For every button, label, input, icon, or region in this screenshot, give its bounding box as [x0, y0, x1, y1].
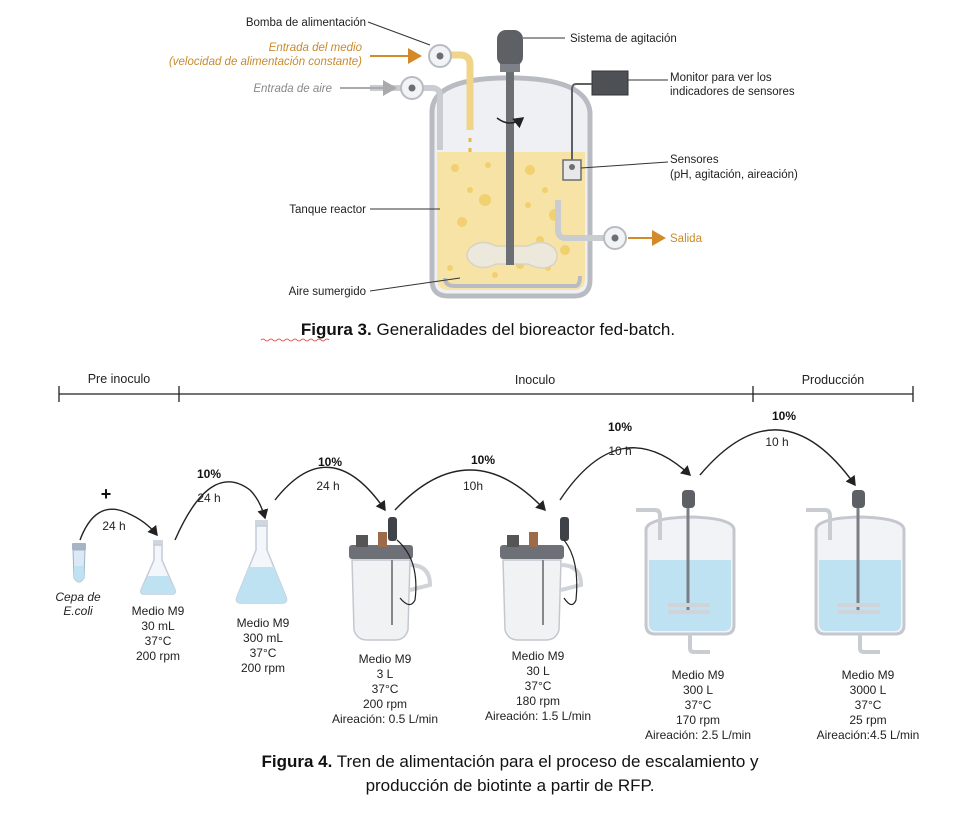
cryovial-icon	[72, 543, 86, 583]
step-5-labels: Medio M9 300 L 37°C 170 rpm Aireación: 2…	[645, 668, 751, 742]
transfer-3-pct: 10%	[318, 455, 342, 469]
figure3-caption: Figura 3. Generalidades del bioreactor f…	[301, 320, 675, 339]
svg-text:3 L: 3 L	[377, 667, 394, 681]
svg-text:37°C: 37°C	[685, 698, 712, 712]
svg-text:200 rpm: 200 rpm	[241, 661, 285, 675]
label-air-in: Entrada de aire	[253, 83, 332, 95]
label-outlet: Salida	[670, 233, 703, 245]
transfer-3-time: 24 h	[316, 479, 339, 493]
transfer-2-pct: 10%	[197, 467, 221, 481]
svg-text:30 mL: 30 mL	[141, 619, 175, 633]
svg-text:Medio M9: Medio M9	[842, 668, 895, 682]
monitor-icon	[591, 70, 629, 96]
transfer-6-pct: 10%	[772, 409, 796, 423]
svg-text:37°C: 37°C	[250, 646, 277, 660]
label-agitation: Sistema de agitación	[570, 33, 677, 45]
svg-text:300 L: 300 L	[683, 683, 713, 697]
svg-text:170 rpm: 170 rpm	[676, 713, 720, 727]
label-medium-in-rate: (velocidad de alimentación constante)	[169, 56, 362, 68]
cepa-line2: E.coli	[63, 604, 93, 618]
transfer-4-pct: 10%	[471, 453, 495, 467]
bioreactor-30l-icon	[500, 517, 584, 641]
svg-text:Aireación: 2.5 L/min: Aireación: 2.5 L/min	[645, 728, 751, 742]
svg-text:37°C: 37°C	[372, 682, 399, 696]
svg-text:30 L: 30 L	[526, 664, 550, 678]
vessel-300l-icon	[636, 490, 736, 654]
svg-text:Aireación: 1.5 L/min: Aireación: 1.5 L/min	[485, 709, 591, 723]
svg-text:Medio M9: Medio M9	[237, 616, 290, 630]
flask-small-icon	[140, 540, 176, 595]
bioreactor-diagram: Bomba de alimentación Entrada del medio …	[169, 17, 798, 299]
label-medium-in: Entrada del medio	[269, 42, 363, 54]
label-pump: Bomba de alimentación	[246, 17, 366, 29]
step-2-labels: Medio M9 300 mL 37°C 200 rpm	[237, 616, 290, 675]
svg-text:200 rpm: 200 rpm	[136, 649, 180, 663]
step-6-labels: Medio M9 3000 L 37°C 25 rpm Aireación:4.…	[817, 668, 920, 742]
label-tank: Tanque reactor	[289, 204, 366, 216]
transfer-1-time: 24 h	[102, 519, 125, 533]
phase-production: Producción	[802, 373, 865, 387]
transfer-5-pct: 10%	[608, 420, 632, 434]
svg-text:200 rpm: 200 rpm	[363, 697, 407, 711]
phase-inoculum: Inoculo	[515, 373, 555, 387]
transfer-6-time: 10 h	[765, 435, 788, 449]
agitator-motor	[497, 30, 523, 66]
svg-text:Aireación: 0.5 L/min: Aireación: 0.5 L/min	[332, 712, 438, 726]
svg-text:3000 L: 3000 L	[850, 683, 887, 697]
step-4-labels: Medio M9 30 L 37°C 180 rpm Aireación: 1.…	[485, 649, 591, 723]
svg-text:37°C: 37°C	[525, 679, 552, 693]
svg-text:Medio M9: Medio M9	[359, 652, 412, 666]
timeline: Pre inoculo Inoculo Producción	[58, 372, 914, 402]
plus-sign: +	[101, 484, 112, 504]
step-1-labels: Medio M9 30 mL 37°C 200 rpm	[132, 604, 185, 663]
transfer-arrows	[79, 429, 856, 541]
flask-large-icon	[235, 520, 288, 604]
svg-text:Medio M9: Medio M9	[132, 604, 185, 618]
bioreactor-3l-icon	[349, 517, 433, 641]
svg-text:Medio M9: Medio M9	[512, 649, 565, 663]
phase-pre-inoculum: Pre inoculo	[88, 372, 151, 386]
label-sensors: Sensores	[670, 154, 719, 166]
svg-text:Aireación:4.5 L/min: Aireación:4.5 L/min	[817, 728, 920, 742]
cepa-line1: Cepa de	[55, 590, 101, 604]
label-monitor-1: Monitor para ver los	[670, 72, 772, 84]
transfer-2-time: 24 h	[197, 491, 220, 505]
feed-pump	[428, 44, 452, 68]
transfer-5-time: 10 h	[608, 444, 631, 458]
svg-text:37°C: 37°C	[145, 634, 172, 648]
outlet-pump	[603, 226, 627, 250]
svg-text:Medio M9: Medio M9	[672, 668, 725, 682]
vessel-3000l-icon	[806, 490, 906, 654]
svg-text:37°C: 37°C	[855, 698, 882, 712]
label-monitor-2: indicadores de sensores	[670, 86, 795, 98]
figure4-caption-line2: producción de biotinte a partir de RFP.	[366, 776, 655, 795]
step-3-labels: Medio M9 3 L 37°C 200 rpm Aireación: 0.5…	[332, 652, 438, 726]
figure4-caption-line1: Figura 4. Tren de alimentación para el p…	[261, 752, 759, 771]
svg-text:180 rpm: 180 rpm	[516, 694, 560, 708]
label-sparger: Aire sumergido	[289, 286, 366, 298]
svg-text:300 mL: 300 mL	[243, 631, 283, 645]
svg-text:25 rpm: 25 rpm	[849, 713, 886, 727]
label-sensors-detail: (pH, agitación, aireación)	[670, 169, 798, 181]
air-pump	[400, 76, 424, 100]
agitator-shaft	[506, 60, 514, 265]
transfer-4-time: 10h	[463, 479, 483, 493]
